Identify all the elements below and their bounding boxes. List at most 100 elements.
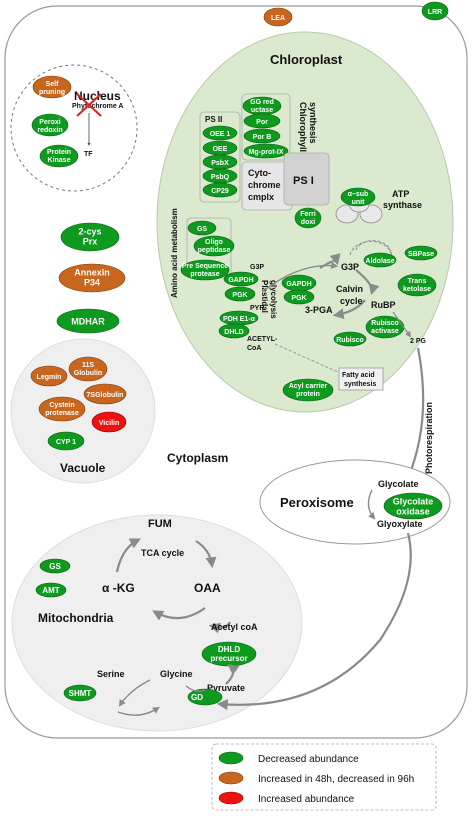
nucleus (10, 64, 138, 192)
peroxisome-title: Peroxisome (280, 495, 354, 510)
acetyl-coa-line1: ACETYL- (247, 336, 278, 343)
cytoplasm-title: Cytoplasm (167, 451, 228, 465)
acyl-carrier-protein (282, 378, 334, 402)
glycolate-label: Glycolate (378, 479, 419, 489)
calvin-dashed-circle (349, 240, 393, 263)
transketolase-protein (397, 273, 437, 297)
mdhar-label: MDHAR (71, 316, 105, 326)
psbq-label: PsbQ (211, 174, 230, 181)
legend-swatch-increased (218, 791, 244, 805)
mg-prot-ix-label: Mg-prot-IX (249, 149, 284, 156)
self-pruning-line2: pruning (39, 89, 65, 96)
cytochrome-line2: chrome (248, 180, 281, 190)
3pga-label: 3-PGA (305, 305, 333, 315)
pgk-left-label: PGK (232, 292, 247, 299)
chlorophyll-line1: Chlorophyll (298, 102, 308, 152)
pyruvate-to-acetyl-arrow (225, 664, 240, 685)
annexin-line2: P34 (84, 277, 100, 287)
cysteine-protease-protein (38, 396, 86, 422)
legend-label-increased: Increased abundance (258, 794, 355, 805)
pgk-protein (283, 289, 315, 305)
pre-sequence-protease-protein (180, 259, 230, 281)
gs-mito-protein (39, 558, 71, 574)
g3p-label: G3P (341, 262, 359, 272)
pgk-label: PGK (291, 295, 306, 302)
cysteine-protease-line2: protenase (45, 410, 79, 417)
dhld-precursor-line2: precursor (210, 654, 247, 663)
acyl-carrier-line1: Acyl carrier (289, 383, 328, 390)
rubisco-activase-line1: Rubisco (371, 320, 399, 327)
glycolate-to-glyoxylate-arrow (367, 489, 376, 520)
amino-acid-metabolism-label: Amino acid metabolism (170, 208, 179, 298)
mg-prot-ix-protein (243, 143, 289, 159)
sbpase-label: SBPase (408, 251, 434, 258)
calvin-cycle-arc (319, 253, 341, 269)
ferredoxin-line2: doxi (301, 219, 315, 226)
prx-line2: Prx (83, 236, 98, 246)
g3p-to-rubp-arc (355, 269, 380, 296)
dhld-precursor-line1: DHLD (218, 645, 240, 654)
annexin-line1: Annexin (74, 267, 110, 277)
rubp-to-2pg-arrow (392, 311, 412, 338)
globulin11-line2: Globulin (74, 370, 102, 377)
acyl-carrier-line2: protein (296, 391, 320, 398)
oee1-label: OEE 1 (210, 131, 231, 138)
plastidial-glycolysis-label: Plastidal glycolysis (260, 280, 278, 319)
lrr-protein (421, 1, 449, 21)
gs-mito-label: GS (49, 562, 61, 571)
aldolase-protein (363, 252, 397, 268)
rubp-to-3pga-arc (332, 299, 366, 320)
chlorophyll-line2: synthesis (308, 102, 318, 144)
glycolate-oxidase-protein (383, 492, 443, 520)
self-pruning-line1: Self (46, 81, 60, 88)
acetyl-coa-line2: CoA (247, 345, 261, 352)
phytochrome-cross-icon (76, 93, 102, 117)
lea-protein (263, 7, 293, 27)
atp-synthase-line1: ATP (392, 189, 409, 199)
por-label: Por (256, 119, 268, 126)
chlorophyll-box (241, 93, 291, 161)
psi-label: PS I (293, 175, 314, 187)
tf-label: TF (84, 151, 93, 158)
globulin7-label: 7SGlobulin (87, 392, 124, 399)
phytochrome-label: Phytochrome A (72, 103, 123, 110)
legumin-protein (30, 365, 68, 387)
fatty-acid-line1: Fatty acid (342, 372, 375, 379)
pre-sequence-line2: protease (190, 271, 219, 278)
globulin11-line1: 11S (82, 362, 94, 369)
2pg-label: 2 PG (410, 338, 427, 345)
glycolate-oxidase-line2: oxidase (396, 506, 430, 516)
fatty-acid-line2: synthesis (344, 381, 376, 388)
psii-title: PS II (205, 115, 222, 124)
g3p-left-label: G3P (250, 264, 264, 271)
glycine-to-pyruvate-arrow (185, 685, 206, 693)
shmt-protein (63, 684, 97, 702)
amt-label: AMT (42, 586, 59, 595)
legend-label-decreased: Decreased abundance (258, 754, 359, 765)
vicilin-protein (91, 411, 127, 433)
peroxiredoxin-line1: Peroxi (39, 119, 60, 126)
rubp-label: RuBP (371, 300, 396, 310)
glyoxylate-to-glycine-arrow (216, 532, 412, 711)
oligopeptidase-protein (193, 235, 235, 257)
photorespiration-arrow (405, 347, 425, 482)
pyr-label: PYR (250, 305, 264, 312)
transketolase-line2: ketolase (403, 286, 431, 293)
calvin-dashed-circle2 (355, 240, 392, 257)
gapdh-left-label: GAPDH (228, 277, 253, 284)
protein-kinase-line1: Protein (47, 149, 71, 156)
annexin-protein (58, 263, 126, 293)
rubisco-activase-line2: activase (371, 328, 399, 335)
atp-subunit-protein (340, 187, 376, 207)
glycine-serine-arc-bottom (117, 706, 160, 716)
por-protein (243, 113, 281, 129)
prx-protein (60, 222, 120, 252)
gd-label: GD (191, 693, 203, 702)
peroxiredoxin-protein (31, 113, 69, 137)
pyruvate-label: Pyruvate (207, 683, 245, 693)
cp29-protein (202, 182, 238, 198)
tca-arc-fum-oaa (195, 540, 217, 569)
gg-reductase-line2: uctase (251, 107, 273, 114)
cyp1-protein (47, 431, 85, 451)
